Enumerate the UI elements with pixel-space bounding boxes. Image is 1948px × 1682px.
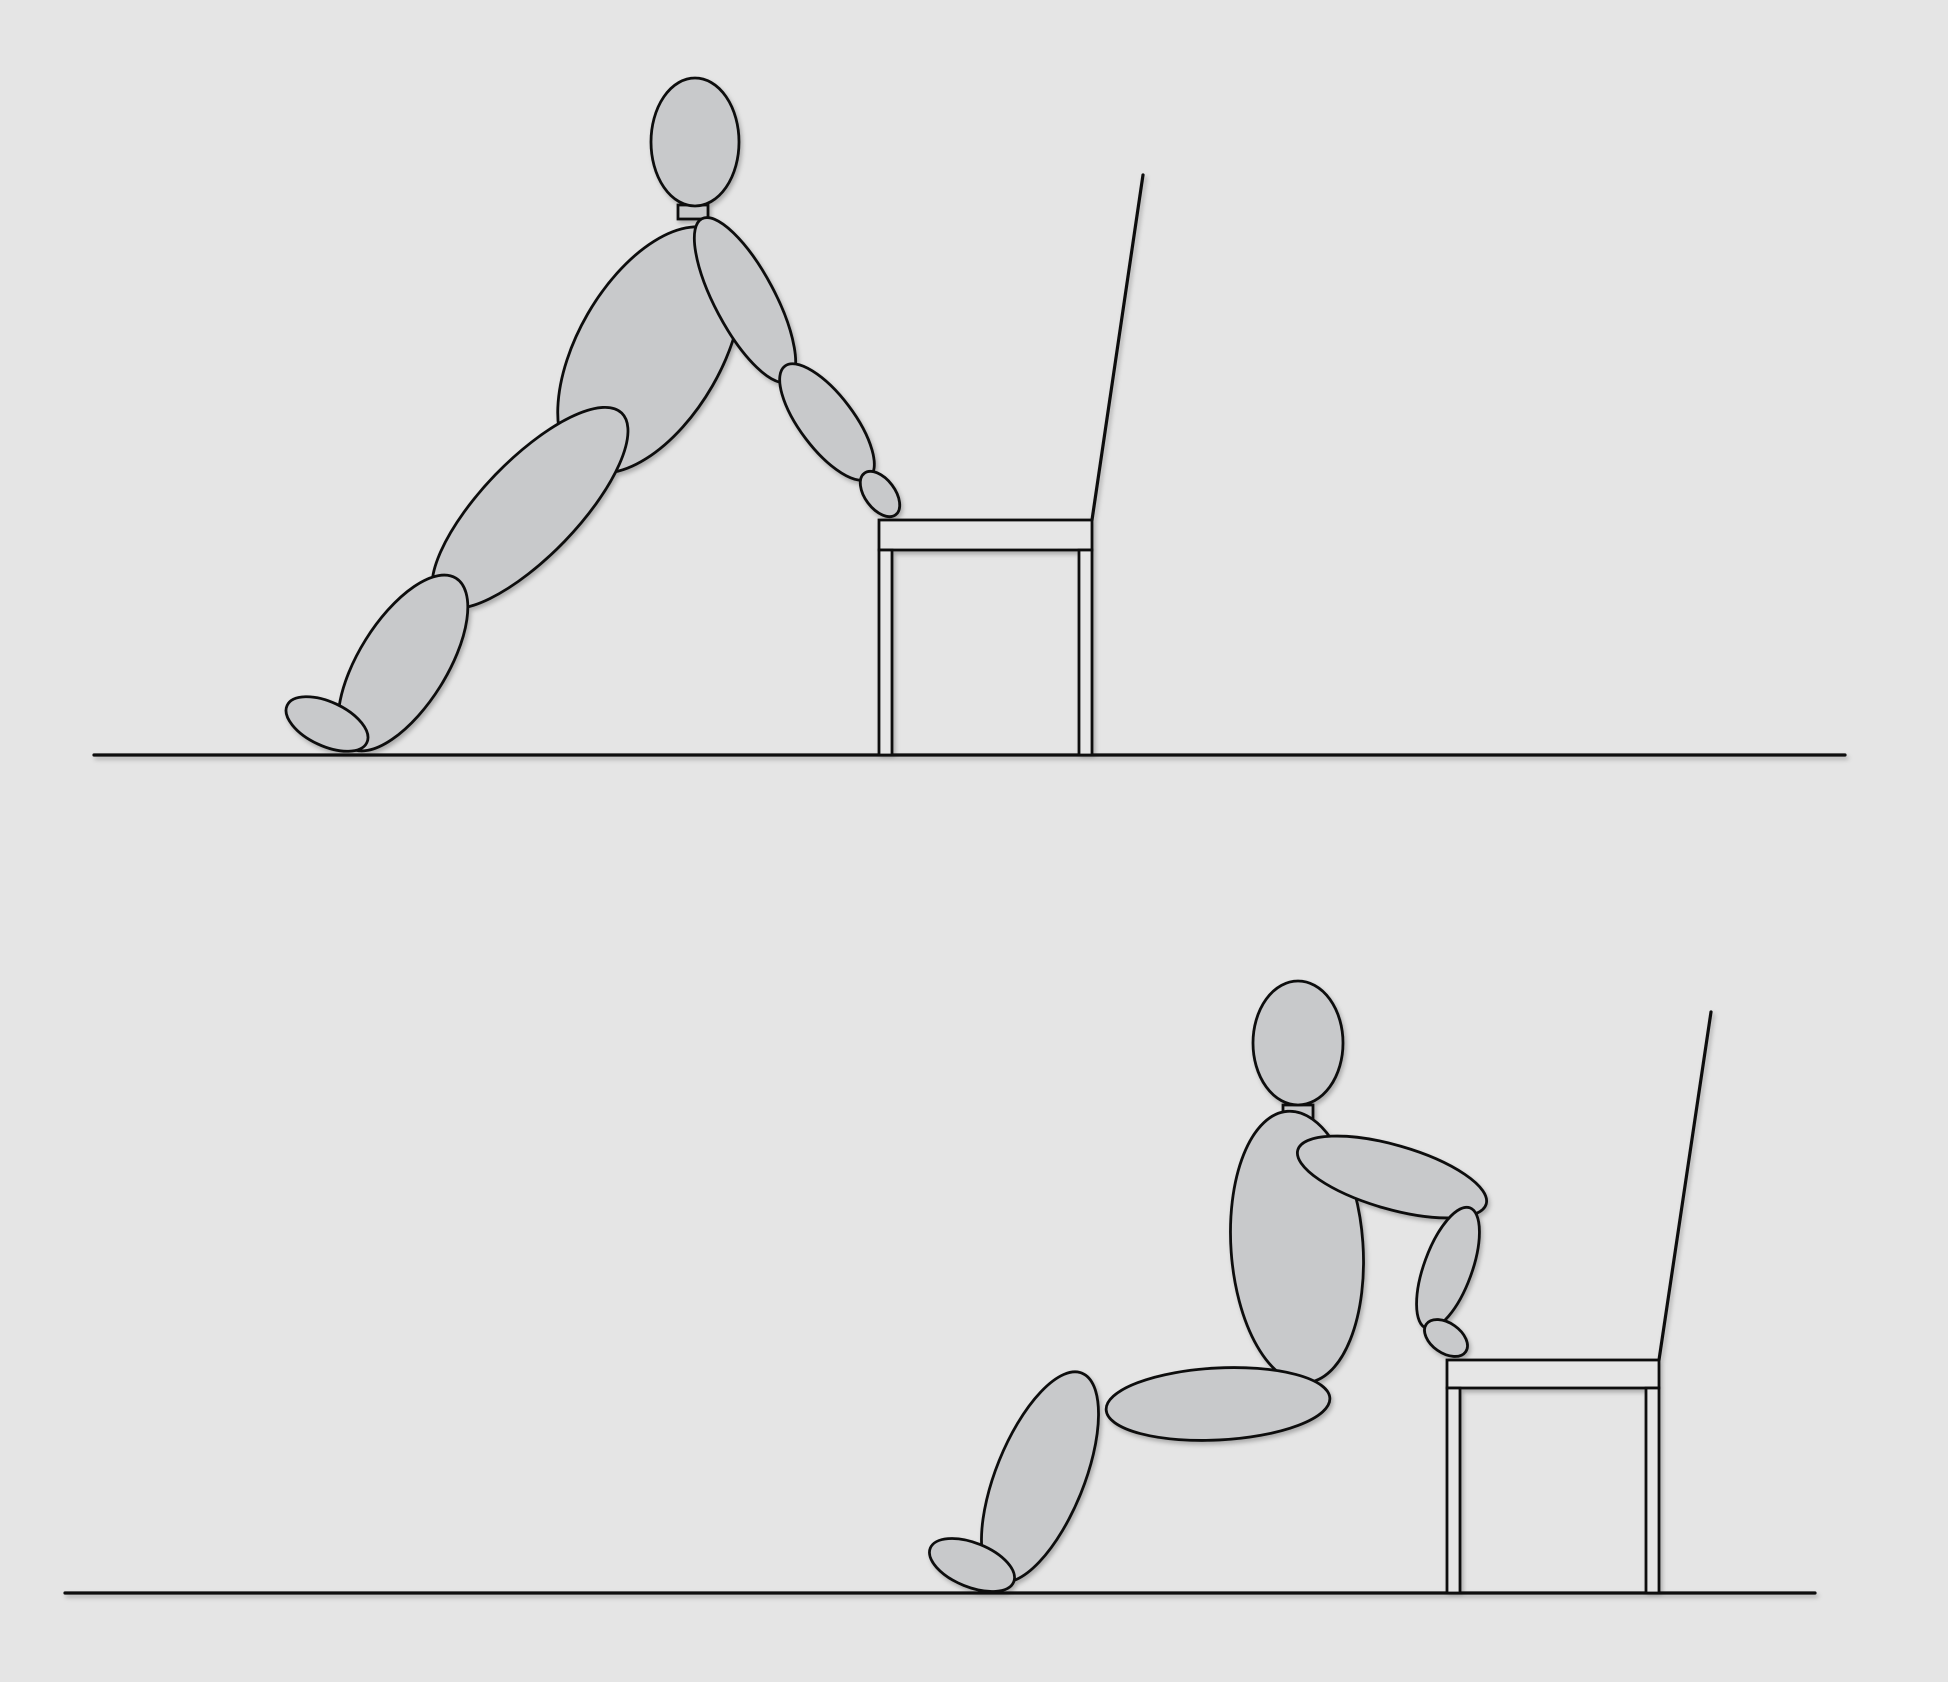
- chair-2-back-leg: [1644, 1386, 1661, 1595]
- chair-1-back-leg: [1077, 548, 1094, 757]
- figure-1-foot: [284, 695, 370, 753]
- chair-2-seat: [1445, 1358, 1661, 1390]
- figure-2-head: [1251, 979, 1345, 1107]
- figure-2-forearm: [1415, 1205, 1481, 1331]
- chair-1-seat: [877, 518, 1094, 552]
- figure-1-head: [649, 76, 741, 208]
- chair-1-backrest: [1090, 173, 1145, 522]
- figure-1-hand: [858, 469, 902, 519]
- chair-2-front-leg: [1445, 1386, 1462, 1595]
- chair-1-front-leg: [877, 548, 894, 757]
- figure-2: [928, 979, 1489, 1593]
- figure-2-hand: [1423, 1318, 1469, 1358]
- chair-2-backrest: [1657, 1010, 1713, 1362]
- chair-2: [1445, 1010, 1713, 1595]
- figure-2-upper-arm: [1295, 1134, 1489, 1220]
- panel-1-incline-push-up: [92, 76, 1847, 757]
- figure-1: [284, 76, 902, 753]
- figure-2-foot: [928, 1537, 1016, 1593]
- chair-1: [877, 173, 1145, 757]
- figure-2-thigh: [1104, 1366, 1332, 1442]
- panel-2-chair-dip: [63, 979, 1817, 1595]
